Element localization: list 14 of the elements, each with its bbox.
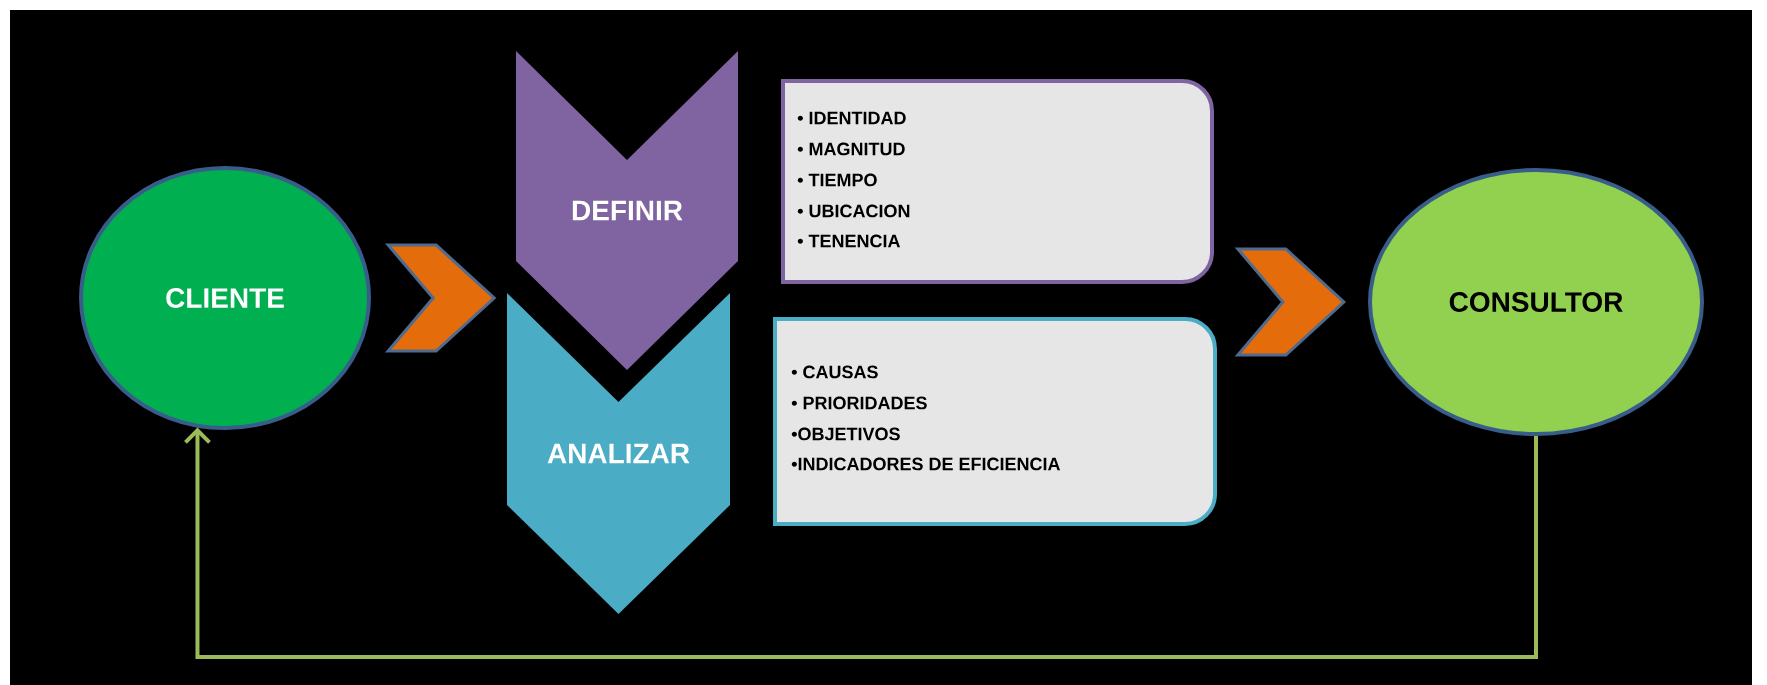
list-item: • TENENCIA xyxy=(797,234,901,248)
list-item: •INDICADORES DE EFICIENCIA xyxy=(791,457,1061,471)
return-arrow xyxy=(184,427,1538,659)
ellipse-node: CONSULTOR xyxy=(1368,168,1704,436)
ellipse-node: CLIENTE xyxy=(79,166,371,430)
list-item: • CAUSAS xyxy=(791,365,878,379)
list-item: • UBICACION xyxy=(797,204,910,218)
chevron-arrow xyxy=(1234,247,1347,357)
list-item: • MAGNITUD xyxy=(797,142,905,156)
list-item: • IDENTIDAD xyxy=(797,111,906,125)
list-item: • TIEMPO xyxy=(797,173,877,187)
list-item: • PRIORIDADES xyxy=(791,396,927,410)
chevron-arrow xyxy=(384,243,497,353)
list-item: •OBJETIVOS xyxy=(791,427,900,441)
